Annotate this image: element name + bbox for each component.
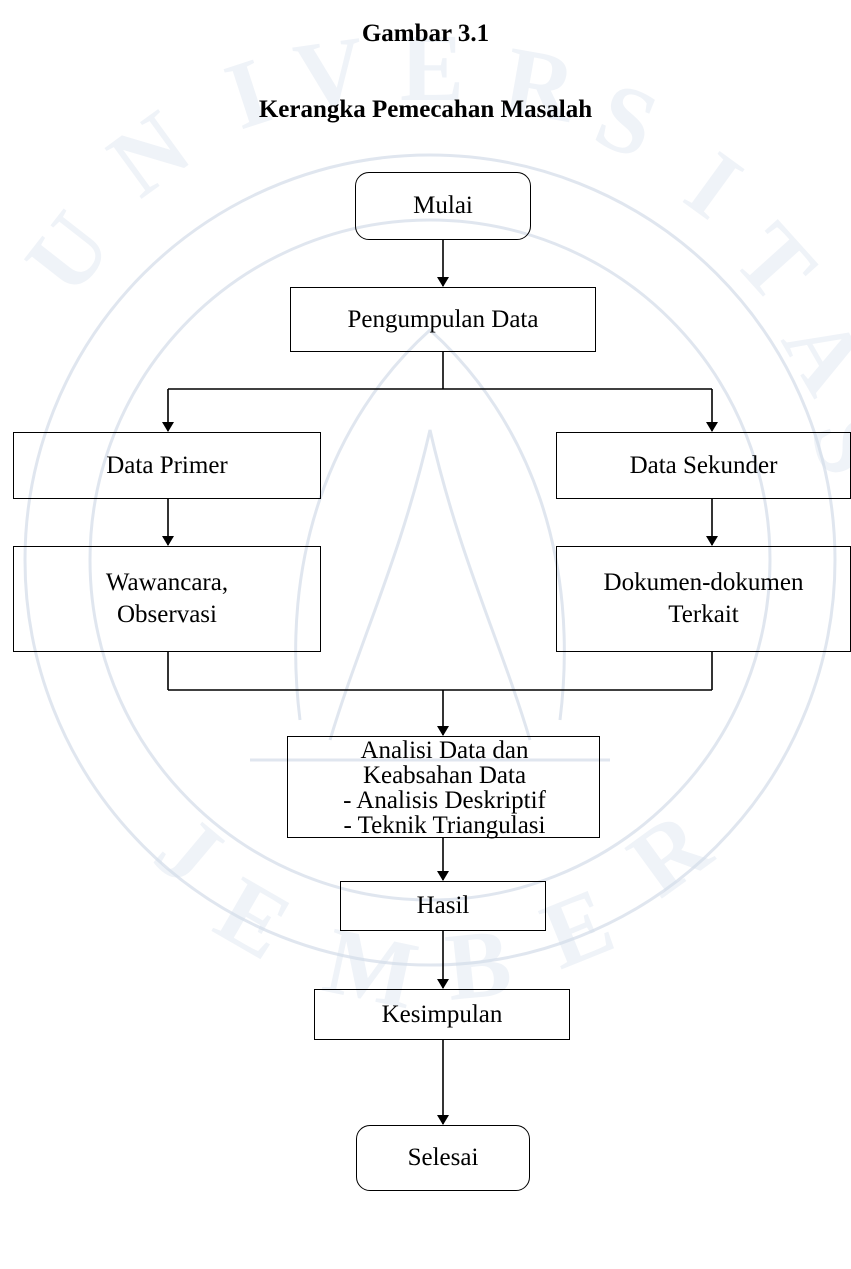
result-node: Hasil <box>340 881 546 931</box>
secondary-data-label: Data Sekunder <box>629 451 778 479</box>
data-collection-label: Pengumpulan Data <box>347 305 539 333</box>
start-node: Mulai <box>355 172 531 240</box>
conclusion-node: Kesimpulan <box>314 989 570 1040</box>
analysis-label-line1: Analisi Data dan <box>360 736 529 764</box>
analysis-label-line3: - Analisis Deskriptif <box>343 786 546 814</box>
svg-text:E: E <box>400 14 464 121</box>
svg-text:B: B <box>441 908 516 1021</box>
svg-text:M: M <box>316 906 427 1030</box>
secondary-data-node: Data Sekunder <box>556 432 851 499</box>
documents-label-line1: Dokumen-dokumen <box>603 569 804 596</box>
primary-data-node: Data Primer <box>13 432 321 499</box>
interview-label-line1: Wawancara, <box>105 569 229 596</box>
analysis-node: Analisi Data dan Keabsahan Data - Analis… <box>287 736 600 838</box>
end-label: Selesai <box>407 1144 479 1171</box>
analysis-label-line4: - Teknik Triangulasi <box>343 811 546 839</box>
related-documents-node: Dokumen-dokumen Terkait <box>556 546 851 652</box>
conclusion-label: Kesimpulan <box>381 1000 503 1028</box>
interview-label-line2: Observasi <box>117 601 217 628</box>
figure-title: Kerangka Pemecahan Masalah <box>258 96 593 123</box>
analysis-text-group: Analisi Data dan Keabsahan Data - Analis… <box>288 737 601 838</box>
figure-number: Gambar 3.1 <box>361 20 490 47</box>
analysis-label-line2: Keabsahan Data <box>362 761 527 789</box>
start-label: Mulai <box>413 192 473 219</box>
data-collection-node: Pengumpulan Data <box>290 287 596 352</box>
documents-label-line2: Terkait <box>668 601 739 628</box>
primary-data-label: Data Primer <box>106 451 228 479</box>
svg-text:V: V <box>288 15 372 131</box>
result-label: Hasil <box>416 892 470 919</box>
end-node: Selesai <box>356 1125 530 1191</box>
interview-observation-node: Wawancara, Observasi <box>13 546 321 652</box>
